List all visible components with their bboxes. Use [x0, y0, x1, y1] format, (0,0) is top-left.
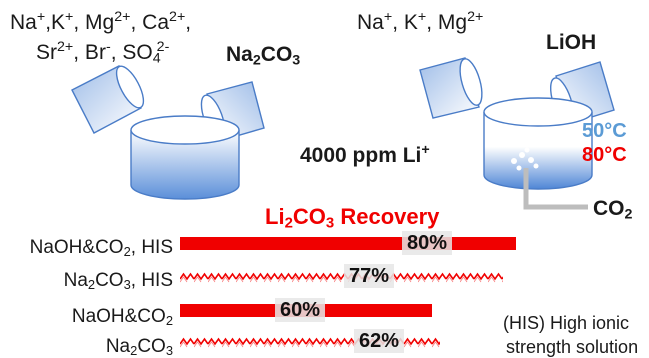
- value-label-na2co3-his: 77%: [344, 264, 395, 288]
- right-ions-line: Na+, K+, Mg2+: [357, 9, 484, 34]
- left-feed-pipe: [71, 65, 145, 134]
- left-reagent-label: Na2CO3: [226, 43, 301, 69]
- left-vessel: [130, 115, 240, 200]
- right-feed-pipe: [419, 57, 483, 119]
- co2-label: CO2: [593, 197, 633, 223]
- value-label-naoh-co2: 60%: [275, 298, 326, 322]
- bar-naoh-co2-his: [180, 237, 516, 250]
- category-label-naoh-co2-his: NaOH&CO2, HIS: [29, 237, 173, 260]
- left-ions-line2: Sr2+, Br-, SO42-: [36, 39, 170, 67]
- right-reagent-label: LiOH: [546, 31, 597, 54]
- value-label-na2co3: 62%: [354, 329, 405, 353]
- temp-low-label: 50°C: [582, 120, 627, 142]
- category-label-na2co3-his: Na2CO3, HIS: [63, 270, 173, 293]
- his-note-line2: strength solution: [506, 337, 639, 357]
- category-label-naoh-co2: NaOH&CO2: [71, 306, 173, 329]
- co2-gas-line: [523, 168, 588, 210]
- his-note-line1: (HIS) High ionic: [503, 313, 630, 333]
- gas-bubbles: [511, 147, 539, 171]
- left-ions-line1: Na+,K+, Mg2+, Ca2+,: [10, 9, 192, 34]
- temp-high-label: 80°C: [582, 144, 627, 166]
- chart-title: Li2CO3 Recovery: [265, 204, 440, 232]
- lithium-concentration-label: 4000 ppm Li+: [300, 142, 430, 167]
- category-label-na2co3: Na2CO3: [105, 336, 173, 358]
- bar-na2co3-his: [180, 270, 504, 283]
- right-vessel: [483, 97, 593, 190]
- value-label-naoh-co2-his: 80%: [402, 231, 453, 255]
